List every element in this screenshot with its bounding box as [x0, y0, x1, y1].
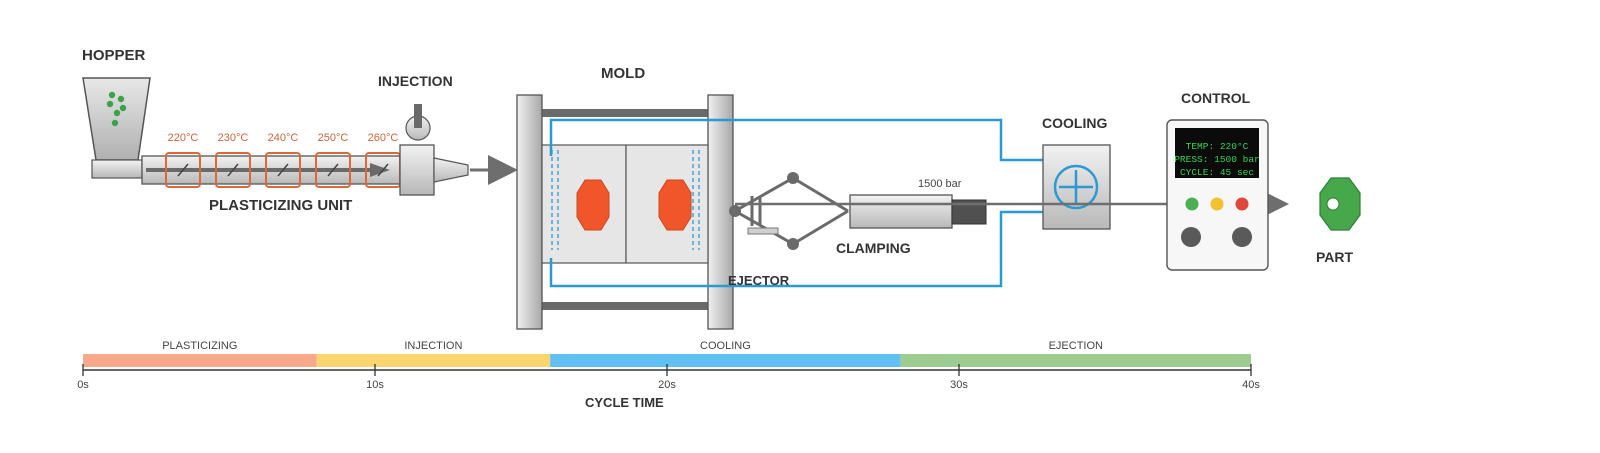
- display-pressure: PRESS: 1500 bar: [1174, 154, 1260, 165]
- time-axis-ticks: 0s 10s 20s 30s 40s: [77, 364, 1260, 391]
- pellet: [113, 109, 121, 117]
- heater-band: [265, 152, 301, 188]
- phase-bar-injection: [316, 354, 551, 367]
- phase-bar-cooling: [550, 354, 901, 367]
- display-cycle: CYCLE: 45 sec: [1180, 167, 1254, 178]
- pellet: [108, 91, 116, 99]
- hopper-label: HOPPER: [82, 47, 146, 64]
- heater-temperature-label: 230°C: [218, 132, 249, 144]
- part-label: PART: [1316, 249, 1354, 265]
- heater-band: [215, 152, 251, 188]
- time-tick-label: 20s: [658, 379, 676, 391]
- time-tick-label: 0s: [77, 379, 89, 391]
- phase-label: COOLING: [700, 340, 751, 352]
- cooling-unit: [1042, 144, 1111, 230]
- heater-temperature-label: 240°C: [268, 132, 299, 144]
- injection-label: INJECTION: [378, 73, 453, 89]
- hopper: [82, 77, 151, 179]
- heater-temperatures: 220°C 230°C 240°C 250°C 260°C: [168, 132, 399, 144]
- control-knob-right: [1232, 227, 1252, 247]
- status-led-green: [1185, 197, 1199, 211]
- mold: [516, 94, 734, 330]
- heater-temperature-label: 250°C: [318, 132, 349, 144]
- finished-part: [1319, 177, 1361, 231]
- barrel: [141, 155, 403, 185]
- control-display: [1175, 128, 1259, 178]
- time-tick-label: 30s: [950, 379, 968, 391]
- pressure-label: 1500 bar: [918, 178, 962, 190]
- phase-bar-ejection: [900, 354, 1251, 367]
- phase-label: INJECTION: [404, 340, 462, 352]
- heater-bands: [165, 152, 401, 188]
- heater-band: [165, 152, 201, 188]
- molten-part-right: [658, 179, 692, 231]
- time-tick-label: 40s: [1242, 379, 1260, 391]
- status-led-yellow: [1210, 197, 1224, 211]
- injection-unit: [399, 104, 469, 196]
- control-label: CONTROL: [1181, 90, 1251, 106]
- display-temp: TEMP: 220°C: [1186, 141, 1249, 152]
- phase-bar-plasticizing: [83, 354, 317, 367]
- cycle-phase-bars: PLASTICIZING INJECTION COOLING EJECTION: [83, 340, 1251, 367]
- pellet: [117, 95, 125, 103]
- heater-temperature-label: 220°C: [168, 132, 199, 144]
- phase-label: PLASTICIZING: [162, 340, 237, 352]
- control-panel: TEMP: 220°C PRESS: 1500 bar CYCLE: 45 se…: [1166, 119, 1269, 271]
- cooling-lines: [549, 118, 1043, 288]
- ejector-label: EJECTOR: [728, 273, 790, 288]
- plasticizing-unit-label: PLASTICIZING UNIT: [209, 197, 352, 214]
- pellet: [111, 119, 119, 127]
- control-knob-left: [1181, 227, 1201, 247]
- clamping-cylinder: [849, 194, 987, 229]
- ejector-pin: [747, 227, 779, 235]
- cycle-time-label: CYCLE TIME: [585, 395, 664, 410]
- mold-label: MOLD: [601, 65, 645, 82]
- status-led-red: [1235, 197, 1249, 211]
- molten-part-left: [576, 179, 610, 231]
- pellet: [119, 104, 127, 112]
- heater-temperature-label: 260°C: [368, 132, 399, 144]
- pellet: [106, 100, 114, 108]
- phase-label: EJECTION: [1049, 340, 1103, 352]
- cooling-label: COOLING: [1042, 115, 1107, 131]
- clamping-label: CLAMPING: [836, 240, 911, 256]
- time-tick-label: 10s: [366, 379, 384, 391]
- heater-band: [315, 152, 351, 188]
